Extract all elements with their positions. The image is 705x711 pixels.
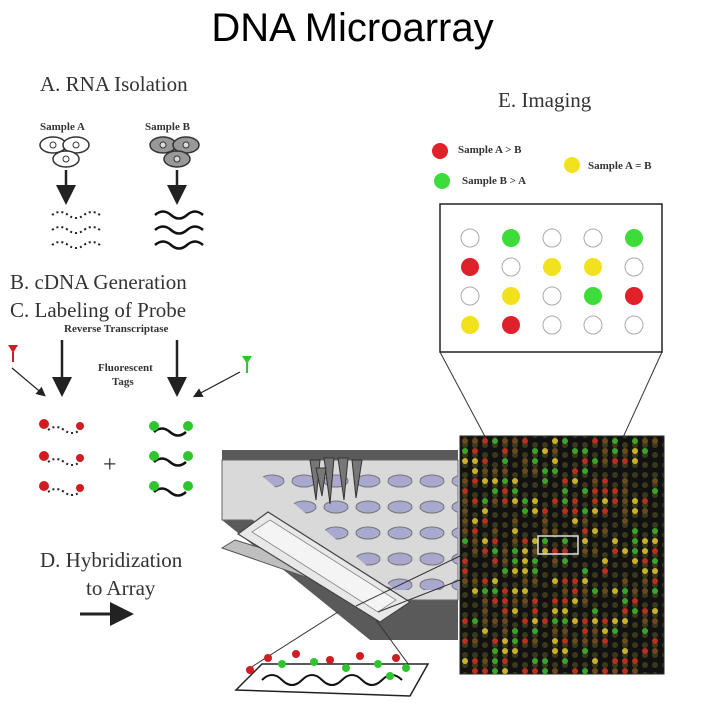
spot-empty xyxy=(624,315,644,335)
step-e-label: E. Imaging xyxy=(498,88,592,112)
zoomed-spots xyxy=(460,228,644,335)
page-title: DNA Microarray xyxy=(211,6,494,50)
spot-empty xyxy=(460,286,480,306)
microarray-plate-icon xyxy=(220,450,459,640)
spot-empty xyxy=(583,315,603,335)
rna-sample-a-icon xyxy=(51,211,101,249)
labeled-probe-sample-b-icon xyxy=(149,421,193,497)
spot-empty xyxy=(542,286,562,306)
step-c-label: C. Labeling of Probe xyxy=(10,298,187,322)
reverse-transcriptase-label: Reverse Transcriptase xyxy=(64,323,169,335)
legend-green-dot-icon xyxy=(434,173,450,189)
legend-yellow-dot-icon xyxy=(564,157,580,173)
microarray-scan-image xyxy=(459,435,665,675)
spot-empty xyxy=(542,228,562,248)
fluorescent-label-line2: Tags xyxy=(112,376,134,388)
step-a-label: A. RNA Isolation xyxy=(40,72,188,96)
legend-red-dot-icon xyxy=(432,143,448,159)
sample-b-label: Sample B xyxy=(145,121,190,133)
step-d-label-line1: D. Hybridization xyxy=(40,548,183,572)
hybridized-slide-closeup-icon xyxy=(234,650,430,697)
spot-green xyxy=(584,287,602,305)
sample-a-cells-icon xyxy=(39,136,90,168)
spot-green xyxy=(625,229,643,247)
plus-sign: + xyxy=(103,452,117,478)
rna-sample-b-icon xyxy=(154,210,204,250)
spot-red xyxy=(461,258,479,276)
sample-a-label: Sample A xyxy=(40,121,85,133)
legend-label-b-gt-a: Sample B > A xyxy=(462,175,527,187)
spot-red xyxy=(502,316,520,334)
spot-empty xyxy=(624,257,644,277)
sample-b-cells-icon xyxy=(149,136,200,168)
spot-green xyxy=(502,229,520,247)
spot-empty xyxy=(501,257,521,277)
spot-empty xyxy=(460,228,480,248)
spot-red xyxy=(625,287,643,305)
legend-label-a-eq-b: Sample A = B xyxy=(588,160,652,172)
spot-yellow xyxy=(502,287,520,305)
step-b-label: B. cDNA Generation xyxy=(10,270,187,294)
spot-yellow xyxy=(543,258,561,276)
spot-yellow xyxy=(461,316,479,334)
spot-yellow xyxy=(584,258,602,276)
red-fluorescent-tag-icon xyxy=(8,345,18,362)
spot-empty xyxy=(542,315,562,335)
green-fluorescent-tag-icon xyxy=(242,356,252,373)
arrow-icon xyxy=(11,367,46,397)
arrow-icon xyxy=(192,371,241,398)
labeled-probe-sample-a-icon xyxy=(39,419,84,496)
step-d-label-line2: to Array xyxy=(86,576,156,600)
pipette-tips-icon xyxy=(309,457,363,505)
spot-empty xyxy=(583,228,603,248)
glass-slide-icon xyxy=(236,511,412,623)
fluorescent-label-line1: Fluorescent xyxy=(98,362,153,374)
legend-label-a-gt-b: Sample A > B xyxy=(458,144,522,156)
